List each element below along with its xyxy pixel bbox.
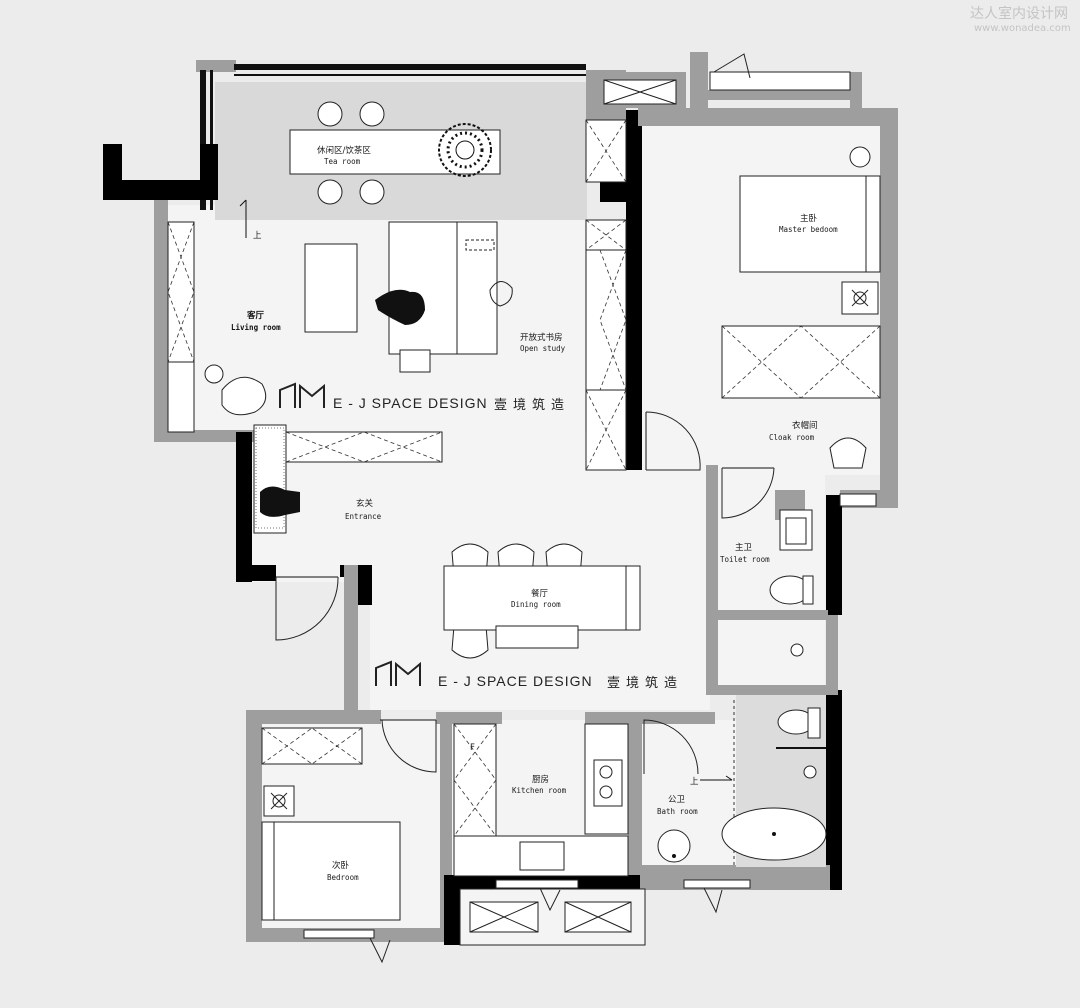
living-room-label-zh: 客厅 bbox=[246, 310, 265, 321]
dining-bench bbox=[495, 625, 579, 649]
entrance-chair-icon bbox=[260, 486, 300, 517]
kitchen-sink bbox=[519, 841, 565, 871]
bedroom-window-swing bbox=[369, 937, 391, 964]
study-chair bbox=[489, 281, 513, 307]
bath-basin bbox=[657, 829, 691, 863]
bath-window-swing bbox=[703, 887, 723, 914]
bath-door[interactable] bbox=[643, 719, 699, 775]
bath-room-label-zh: 公卫 bbox=[668, 795, 686, 805]
entry-door[interactable] bbox=[275, 576, 339, 641]
sofa bbox=[388, 221, 498, 373]
bath-window bbox=[683, 879, 751, 889]
kitchen-door[interactable] bbox=[380, 719, 437, 773]
brand-logo-2 bbox=[375, 660, 421, 686]
bath-step-marker bbox=[700, 775, 733, 781]
stove-icon bbox=[593, 759, 623, 807]
study-desk-item bbox=[465, 239, 495, 251]
floor-drain-icon bbox=[790, 643, 804, 657]
bath-room-label-en: Bath room bbox=[657, 807, 698, 816]
bath-toilet bbox=[777, 707, 821, 739]
dining-room-label-zh: 餐厅 bbox=[531, 589, 549, 599]
plant-icon bbox=[438, 123, 492, 177]
master-lamp bbox=[849, 146, 871, 168]
study-cabinets bbox=[585, 119, 627, 471]
wardrobe bbox=[721, 325, 881, 399]
brand-logo bbox=[279, 382, 325, 408]
entrance-cabinet bbox=[285, 431, 443, 463]
kitchen-room-label-en: Kitchen room bbox=[512, 786, 567, 795]
kitchen-window-sill bbox=[495, 879, 579, 889]
open-study-label-en: Open study bbox=[520, 344, 566, 353]
master-bed bbox=[739, 175, 881, 273]
left-shelf bbox=[167, 361, 195, 433]
master-bedroom-label-zh: 主卧 bbox=[800, 213, 818, 224]
master-door[interactable] bbox=[645, 411, 701, 471]
bedroom-wardrobe bbox=[261, 727, 363, 765]
coffee-table bbox=[304, 243, 358, 333]
lounge-chair-icon bbox=[375, 289, 425, 325]
dining-table bbox=[443, 565, 641, 631]
living-up-marker: 上 bbox=[253, 231, 262, 241]
watermark-url: www.wonadea.com bbox=[974, 23, 1071, 34]
toilet-room-label-en: Toilet room bbox=[720, 555, 770, 564]
watermark-title: 达人室内设计网 bbox=[970, 5, 1068, 22]
brand-name-zh-2: 壹境筑造 bbox=[607, 675, 683, 691]
fridge-marker: F bbox=[470, 743, 475, 753]
entrance-label-zh: 玄关 bbox=[356, 498, 374, 509]
bedroom-window bbox=[303, 929, 375, 939]
toilet-room-label-zh: 主卫 bbox=[735, 542, 753, 553]
brand-name: E - J SPACE DESIGN bbox=[333, 395, 488, 411]
cloak-window bbox=[839, 493, 877, 507]
bedroom-label-en: Bedroom bbox=[327, 873, 359, 882]
bedroom-ac-icon bbox=[263, 785, 295, 817]
bedroom-label-zh: 次卧 bbox=[332, 860, 350, 871]
master-window-swing bbox=[713, 53, 751, 79]
master-sink bbox=[779, 509, 813, 551]
step-up-marker bbox=[239, 199, 247, 238]
cloak-room-label-zh: 衣帽间 bbox=[792, 420, 818, 431]
entrance-label-en: Entrance bbox=[345, 512, 382, 521]
brand-name-zh: 壹境筑造 bbox=[494, 397, 570, 413]
master-bedroom-label-en: Master bedoom bbox=[779, 225, 838, 234]
living-room-label-en: Living room bbox=[231, 323, 281, 332]
ac-unit-icon bbox=[841, 281, 879, 315]
tea-room-label-en: Tea room bbox=[324, 157, 361, 166]
kitchen-windows bbox=[469, 901, 632, 933]
master-toilet bbox=[769, 575, 814, 605]
kitchen-tall-cabinet bbox=[453, 723, 497, 837]
kitchen-room-label-zh: 厨房 bbox=[532, 774, 549, 785]
kitchen-window-swing bbox=[539, 887, 561, 912]
tea-room-label-zh: 休闲区/饮茶区 bbox=[317, 145, 371, 156]
bath-up-marker: 上 bbox=[690, 777, 699, 787]
open-study-label-zh: 开放式书房 bbox=[520, 332, 563, 343]
brand-name-2: E - J SPACE DESIGN bbox=[438, 673, 593, 689]
cloak-chair bbox=[829, 437, 867, 469]
dining-room-label-en: Dining room bbox=[511, 600, 561, 609]
side-table-round bbox=[204, 364, 267, 416]
toilet-room-door[interactable] bbox=[721, 467, 775, 519]
cloak-room-label-en: Cloak room bbox=[769, 433, 815, 442]
bedroom-bed bbox=[261, 821, 401, 921]
